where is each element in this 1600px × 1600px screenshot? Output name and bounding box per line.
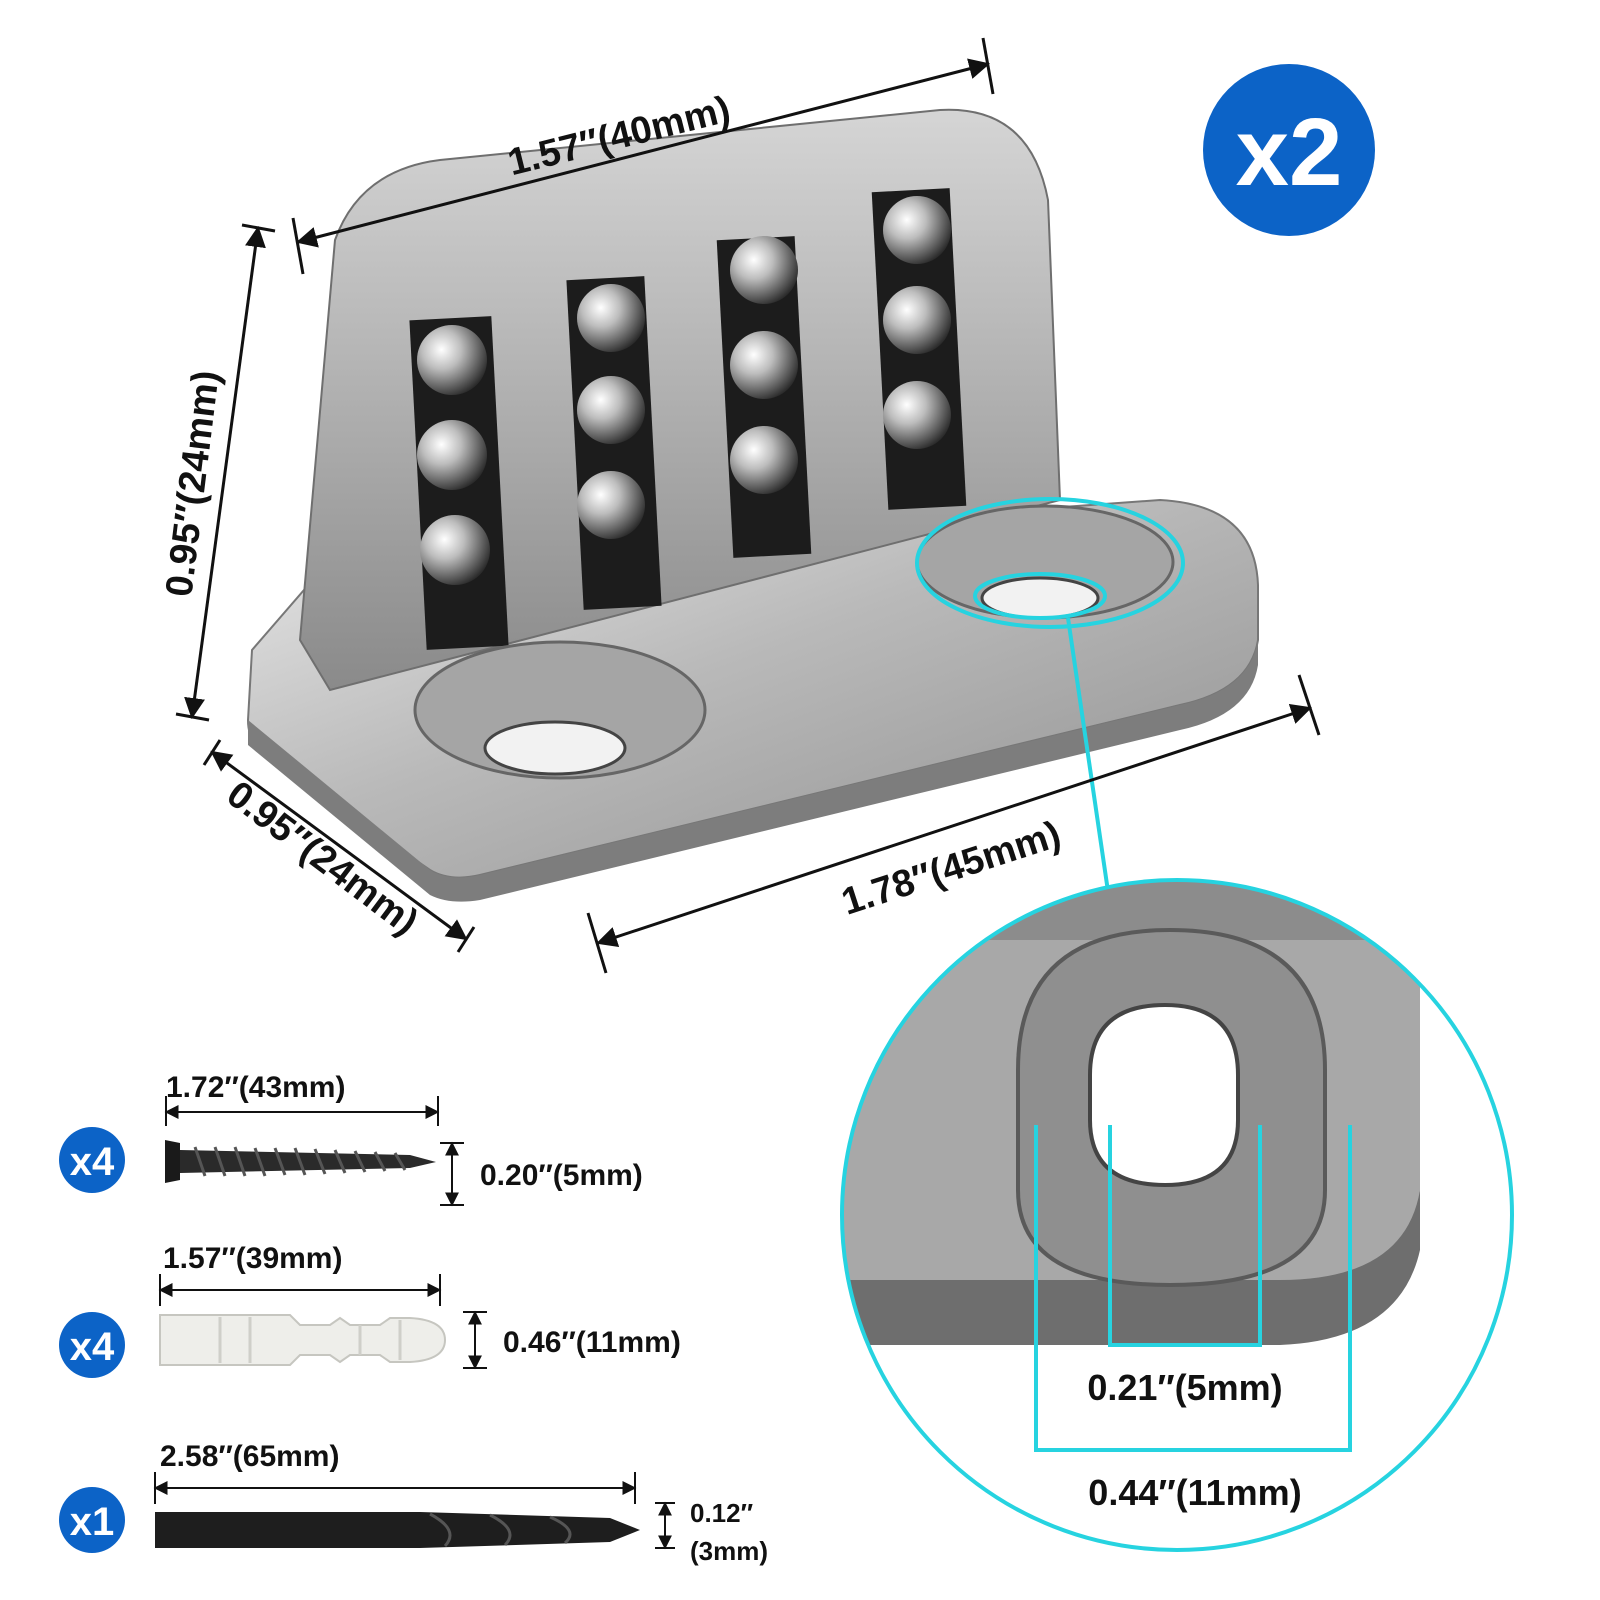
drill-bit-row: x1 2.58′′(65mm) 0.12′′ (3mm) xyxy=(59,1440,768,1566)
screw-icon xyxy=(165,1140,436,1183)
anchor-length-label: 1.57′′(39mm) xyxy=(163,1242,342,1275)
drill-diameter-label: 0.12′′ xyxy=(690,1498,753,1528)
screw-row: x4 1.72′′(43mm) 0.20′′(5mm) xyxy=(59,1071,643,1207)
height-dimension-label: 0.95′′(24mm) xyxy=(158,368,227,599)
base-length-dimension-label: 1.78′′(45mm) xyxy=(837,813,1066,923)
anchor-count-badge xyxy=(59,1312,125,1378)
drill-bit-icon xyxy=(155,1512,640,1548)
screw-diameter-label: 0.20′′(5mm) xyxy=(480,1159,643,1192)
drill-length-label: 2.58′′(65mm) xyxy=(160,1440,339,1473)
screw-count-badge xyxy=(59,1127,125,1193)
drill-diameter-label-mm: (3mm) xyxy=(690,1536,768,1566)
anchor-diameter-label: 0.46′′(11mm) xyxy=(503,1326,681,1359)
anchor-row: x4 1.57′′(39mm) 0.46′′(11mm) xyxy=(59,1242,681,1378)
hole-inner-label: 0.21′′(5mm) xyxy=(1087,1367,1282,1408)
screw-length-label: 1.72′′(43mm) xyxy=(166,1071,345,1104)
ball-bearings xyxy=(417,196,951,585)
anchor-count-label: x4 xyxy=(70,1325,115,1369)
hole-outer-label: 0.44′′(11mm) xyxy=(1088,1472,1301,1513)
quantity-badge-label: x2 xyxy=(1236,99,1343,206)
hole-detail-magnifier xyxy=(840,878,1514,1552)
wall-anchor-icon xyxy=(159,1314,447,1366)
bracket-illustration xyxy=(246,108,1259,902)
bracket-dimension-lines xyxy=(175,37,1321,974)
screw-count-label: x4 xyxy=(70,1140,115,1184)
drill-count-label: x1 xyxy=(70,1500,115,1544)
drill-count-badge xyxy=(59,1487,125,1553)
quantity-badge xyxy=(1203,64,1375,236)
